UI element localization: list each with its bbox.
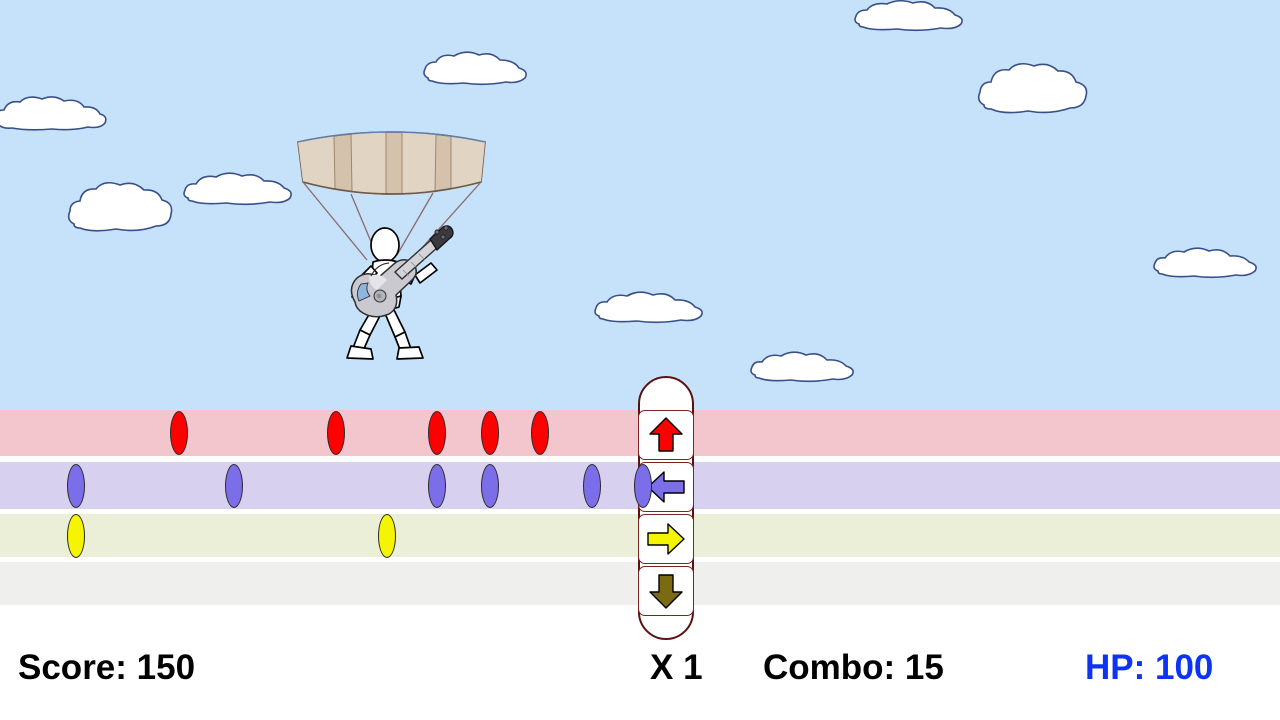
note-right[interactable] xyxy=(67,514,85,558)
sky-background xyxy=(0,0,1280,411)
note-left[interactable] xyxy=(67,464,85,508)
guitar-icon xyxy=(350,225,454,318)
note-up[interactable] xyxy=(481,411,499,455)
parachute-canopy xyxy=(297,131,486,195)
arrow-down-icon xyxy=(648,572,684,610)
note-right[interactable] xyxy=(378,514,396,558)
parachutist-with-guitar xyxy=(285,120,500,360)
note-up[interactable] xyxy=(327,411,345,455)
multiplier-display: X 1 xyxy=(650,648,703,687)
target-cell-down[interactable] xyxy=(638,566,694,616)
arrow-up-icon xyxy=(648,416,684,454)
note-left[interactable] xyxy=(583,464,601,508)
hud-bar: Score: 150 X 1 Combo: 15 HP: 100 xyxy=(0,640,1280,720)
note-up[interactable] xyxy=(531,411,549,455)
target-capsule xyxy=(638,376,694,640)
note-up[interactable] xyxy=(428,411,446,455)
arrow-right-icon xyxy=(646,522,686,556)
score-display: Score: 150 xyxy=(18,648,196,687)
target-cell-up[interactable] xyxy=(638,410,694,460)
combo-display: Combo: 15 xyxy=(763,648,944,687)
hp-display: HP: 100 xyxy=(1085,648,1214,687)
note-left[interactable] xyxy=(428,464,446,508)
target-cell-right[interactable] xyxy=(638,514,694,564)
note-left[interactable] xyxy=(225,464,243,508)
note-left-on-target[interactable] xyxy=(634,464,652,508)
note-up[interactable] xyxy=(170,411,188,455)
note-left[interactable] xyxy=(481,464,499,508)
arrow-left-icon xyxy=(646,470,686,504)
